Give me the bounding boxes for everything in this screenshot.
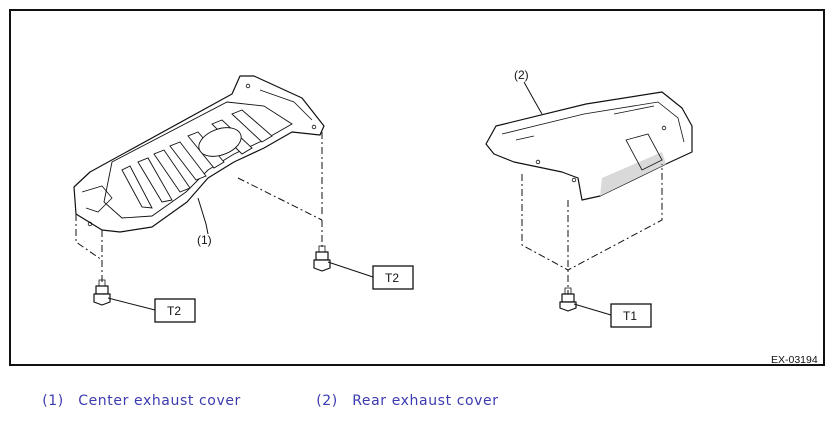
bolt-left <box>93 279 111 306</box>
legend-item-number: (1) <box>42 393 64 409</box>
torque-left-label: T2 <box>167 304 181 318</box>
torque-center-label: T2 <box>385 271 399 285</box>
torque-right: T1 <box>573 303 652 328</box>
figure-code: EX-03194 <box>771 354 818 364</box>
rear-exhaust-cover <box>485 91 693 201</box>
legend-item-rear-exhaust-cover: (2) Rear exhaust cover <box>296 377 499 425</box>
callout-2-label: (2) <box>514 68 529 82</box>
center-exhaust-cover <box>73 75 325 233</box>
legend-item-center-exhaust-cover: (1) Center exhaust cover <box>22 377 241 425</box>
legend-item-label: Center exhaust cover <box>78 393 241 409</box>
torque-right-label: T1 <box>623 309 637 323</box>
callout-1-label: (1) <box>197 233 212 247</box>
torque-center: T2 <box>327 261 414 290</box>
bolt-center <box>313 245 331 272</box>
legend-item-number: (2) <box>316 393 338 409</box>
legend-item-label: Rear exhaust cover <box>352 393 499 409</box>
exploded-diagram: (1) (2) T2 T2 T1 EX-03194 <box>73 68 818 364</box>
installation-lines <box>75 132 663 294</box>
diagram-frame: (1) (2) T2 T2 T1 EX-03194 <box>9 9 825 366</box>
torque-left: T2 <box>107 297 196 323</box>
legend: (1) Center exhaust cover (2) Rear exhaust … <box>22 377 822 409</box>
bolt-right <box>559 287 577 312</box>
callout-1: (1) <box>197 197 212 247</box>
callout-2: (2) <box>514 68 543 115</box>
